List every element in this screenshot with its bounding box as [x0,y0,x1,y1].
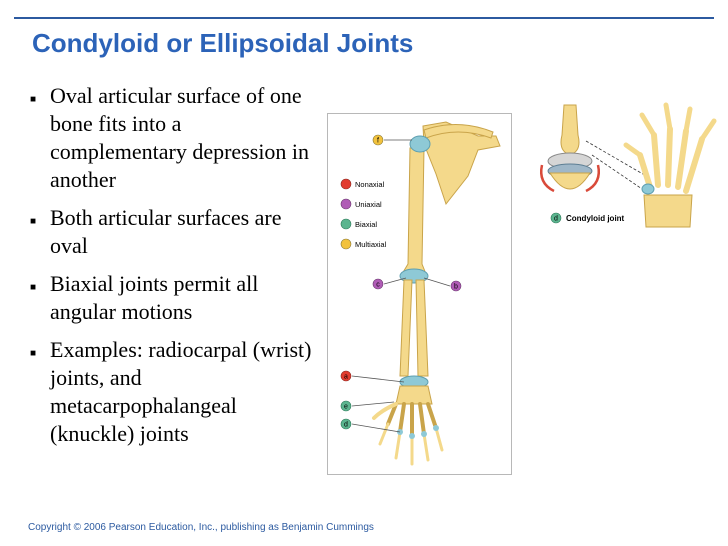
marker-f-label: f [377,138,379,145]
bullet-text: Biaxial joints permit all angular motion… [50,271,259,324]
inset-knuckle-joint [641,183,655,195]
dashed-link-bottom [591,154,649,194]
marker-e-label: e [344,404,348,411]
legend-swatch-multiaxial [340,238,352,250]
hand-carpals [395,385,433,405]
inset-marker-badge [550,212,562,224]
bullet-item: ■ Examples: radiocarpal (wrist) joints, a… [28,336,318,448]
legend-label-biaxial: Biaxial [355,220,377,229]
model-upper-bone [560,104,580,156]
condyloid-joint-illustration: d Condyloid joint [540,102,717,228]
marker-c-label: c [376,282,380,289]
marker-b-badge [450,280,462,292]
bullet-text: Examples: radiocarpal (wrist) joints, an… [50,337,312,446]
legend-label-uniaxial: Uniaxial [355,200,382,209]
arm-skeleton-illustration: f c b a e d Nonaxial Uniaxial Biaxial Mu… [340,121,501,466]
knuckle-joint [433,425,439,431]
arm-diagram-panel: f c b a e d Nonaxial Uniaxial Biaxial Mu… [327,113,512,475]
bullet-text: Oval articular surface of one bone fits … [50,83,310,192]
radius-bone [415,279,429,377]
legend-label-multiaxial: Multiaxial [355,240,387,249]
inset-wrist [643,194,693,228]
motion-arrow-left [540,164,555,193]
bullet-text: Both articular surfaces are oval [50,205,282,258]
model-lower-bone [549,172,591,190]
slide-title: Condyloid or Ellipsoidal Joints [32,28,414,58]
marker-a-badge [340,370,352,382]
leader-line-e [351,401,395,407]
leader-line-c [383,277,407,285]
copyright-text: Copyright © 2006 Pearson Education, Inc.… [28,522,374,533]
inset-marker-label: d [554,216,558,223]
top-rule [14,17,714,19]
thumb-bone [372,402,398,420]
bullet-icon: ■ [30,348,37,359]
leader-line-d [351,423,401,433]
bullet-icon: ■ [30,94,37,105]
phalanx-bones [378,422,444,466]
legend-label-nonaxial: Nonaxial [355,180,385,189]
marker-c-badge [372,278,384,290]
dashed-link-top [585,140,649,178]
metacarpal-bones [386,402,438,438]
humerus-bone [401,147,427,275]
ulna-bone [399,279,413,377]
bullet-item: ■ Biaxial joints permit all angular motio… [28,270,318,326]
legend-swatch-nonaxial [340,178,352,190]
leader-line-b [423,277,451,287]
clavicle-bone [423,123,494,139]
marker-e-badge [340,400,352,412]
shoulder-joint [409,135,431,153]
motion-arrow-right [585,164,600,193]
marker-d-badge [340,418,352,430]
inset-metacarpals [637,126,705,194]
bullet-icon: ■ [30,216,37,227]
marker-d-label: d [344,422,348,429]
bullet-list: ■ Oval articular surface of one bone fits… [28,82,318,458]
knuckle-joint [409,433,415,439]
legend-swatch-uniaxial [340,198,352,210]
marker-b-label: b [454,284,458,291]
bullet-item: ■ Both articular surfaces are oval [28,204,318,260]
legend-swatch-biaxial [340,218,352,230]
marker-f-badge [372,134,384,146]
bullet-item: ■ Oval articular surface of one bone fits… [28,82,318,194]
leader-line-a [351,375,405,383]
joint-type-legend: Nonaxial Uniaxial Biaxial Multiaxial [340,178,387,250]
inset-hand-bones [623,102,717,158]
bullet-icon: ■ [30,282,37,293]
condyloid-joint-inset: d Condyloid joint [520,95,728,235]
knuckle-joint [421,431,427,437]
marker-a-label: a [344,374,348,381]
inset-caption: Condyloid joint [566,214,625,223]
